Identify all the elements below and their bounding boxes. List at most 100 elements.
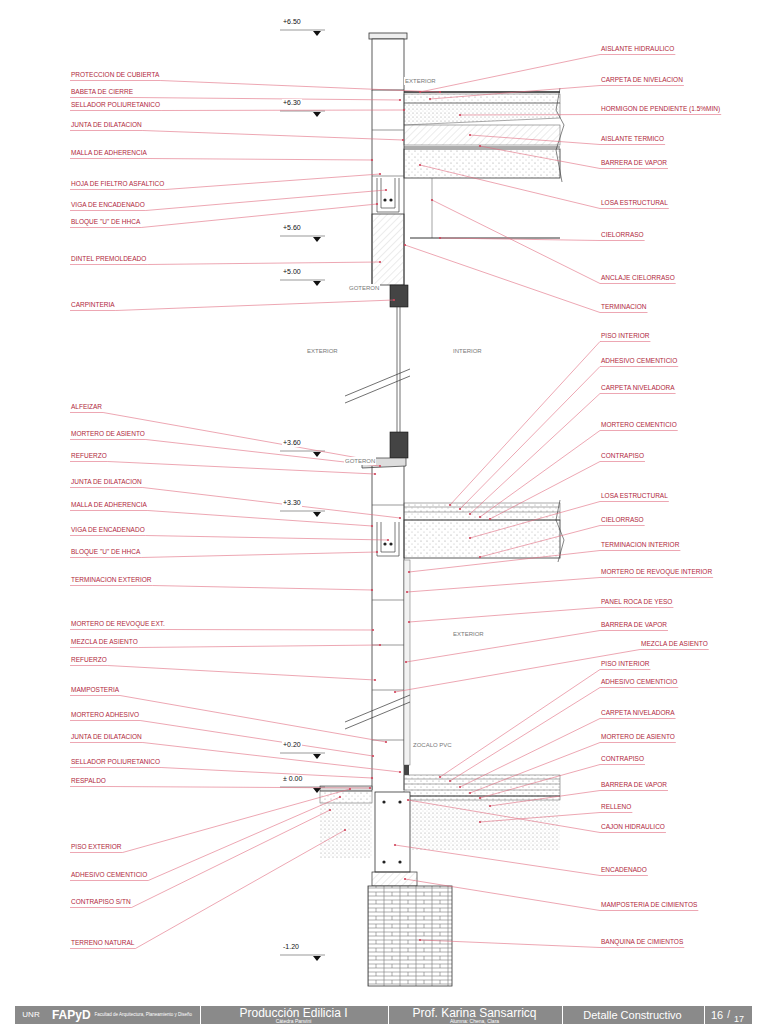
leader-line xyxy=(480,431,600,518)
leader-line xyxy=(107,787,370,789)
label-underline xyxy=(600,85,684,86)
callout-label: BANQUINA DE CIMIENTOS xyxy=(600,938,684,946)
leader-dot xyxy=(371,525,373,527)
callout-label: ENCADENADO xyxy=(600,866,648,874)
leader-line xyxy=(460,114,600,116)
leader-line xyxy=(148,797,340,881)
label-underline xyxy=(600,669,650,670)
leader-line xyxy=(147,262,380,265)
leader-line xyxy=(407,578,600,593)
label-underline xyxy=(70,767,161,768)
label-underline xyxy=(70,629,166,630)
leader-dot xyxy=(403,109,405,111)
zone-note: GOTERON xyxy=(348,284,380,292)
leader-line xyxy=(141,204,377,228)
label-underline xyxy=(600,461,645,462)
callout-label: TERMINACION EXTERIOR xyxy=(70,576,153,584)
title-block-cell: Prof. Karina SansarricqAlumna: Chena, Cl… xyxy=(388,1006,560,1024)
leader-line xyxy=(141,552,377,558)
callout-label: SELLADOR POLIURETANICO xyxy=(70,101,161,109)
label-underline xyxy=(600,393,676,394)
label-underline xyxy=(600,832,666,833)
label-underline xyxy=(600,144,665,145)
leader-line xyxy=(420,165,600,209)
label-underline xyxy=(600,718,676,719)
leader-dot xyxy=(419,939,421,941)
zone-note: EXTERIOR xyxy=(404,77,437,85)
leader-line xyxy=(406,631,600,663)
leader-line xyxy=(490,791,600,807)
callout-label: RELLENO xyxy=(600,803,632,811)
label-underline xyxy=(70,227,141,228)
callout-label: BARRERA DE VAPOR xyxy=(600,781,668,789)
callout-label: TERMINACION xyxy=(600,303,648,311)
callout-label: PISO EXTERIOR xyxy=(70,843,123,851)
label-underline xyxy=(70,665,108,666)
leader-line xyxy=(148,511,372,527)
leader-dot xyxy=(371,589,373,591)
callout-label: ADHESIVO CEMENTICIO xyxy=(600,678,678,686)
leader-dot xyxy=(408,621,410,623)
leader-line xyxy=(450,342,600,506)
label-underline xyxy=(600,501,669,502)
leader-dot xyxy=(459,114,461,116)
label-underline xyxy=(70,948,135,949)
callout-label: MAMPOSTERIA DE CIMIENTOS xyxy=(600,901,698,909)
level-mark: +5.60 xyxy=(282,224,302,232)
callout-label: CIELORRASO xyxy=(600,516,645,524)
leader-dot xyxy=(394,844,396,846)
title-block-cell: 16/17 xyxy=(704,1006,750,1024)
leader-line xyxy=(146,440,380,467)
leader-line xyxy=(480,146,600,169)
callout-label: MORTERO ADHESIVO xyxy=(70,711,140,719)
leader-line xyxy=(165,174,380,190)
leader-line xyxy=(146,190,386,211)
callout-label: TERMINACION INTERIOR xyxy=(600,541,680,549)
callout-label: CAJON HIDRAULICO xyxy=(600,823,666,831)
label-underline xyxy=(70,487,143,488)
callout-label: CONTRAPISO S/TN xyxy=(70,898,132,906)
leader-dot xyxy=(489,518,491,520)
zone-note: GOTERON xyxy=(344,457,376,465)
callout-label: BARRERA DE VAPOR xyxy=(600,159,668,167)
callout-label: CARPINTERIA xyxy=(70,301,116,309)
callout-label: ADHESIVO CEMENTICIO xyxy=(600,357,678,365)
label-underline xyxy=(70,880,148,881)
callout-label: MEZCLA DE ASIENTO xyxy=(640,640,709,648)
leader-dot xyxy=(385,189,387,191)
callout-label: CARPETA DE NIVELACION xyxy=(600,76,684,84)
callout-label: JUNTA DE DILATACION xyxy=(70,733,143,741)
label-underline xyxy=(70,80,160,81)
callout-label: ALFEIZAR xyxy=(70,403,103,411)
label-underline xyxy=(600,168,668,169)
leader-dot xyxy=(479,516,481,518)
leader-line xyxy=(116,300,394,311)
label-underline xyxy=(70,264,147,265)
callout-label: REFUERZO xyxy=(70,656,108,664)
leader-dot xyxy=(407,799,409,801)
leader-dot xyxy=(489,805,491,807)
leader-line xyxy=(430,86,600,100)
leader-dot xyxy=(469,537,471,539)
callout-label: BLOQUE "U" DE HHCA xyxy=(70,218,141,226)
leader-line xyxy=(470,743,600,794)
level-mark: +6.50 xyxy=(282,18,302,26)
label-underline xyxy=(70,585,153,586)
leader-dot xyxy=(429,98,431,100)
zone-note: EXTERIOR xyxy=(306,347,339,355)
title-subtext: / xyxy=(727,1010,730,1020)
label-underline xyxy=(600,790,668,791)
leader-line xyxy=(470,394,600,515)
leader-line xyxy=(460,367,600,510)
leader-line xyxy=(143,743,400,773)
leader-line xyxy=(161,110,404,112)
title-subtext: Alumna: Chena, Clara xyxy=(450,1019,499,1024)
callout-label: DINTEL PREMOLDEADO xyxy=(70,255,147,263)
label-underline xyxy=(70,852,123,853)
callout-label: CIELORRASO xyxy=(600,231,645,239)
label-underline xyxy=(70,210,146,211)
label-underline xyxy=(600,208,669,209)
level-mark: ± 0.00 xyxy=(282,775,303,783)
zone-note: ZOCALO PVC xyxy=(412,741,453,749)
